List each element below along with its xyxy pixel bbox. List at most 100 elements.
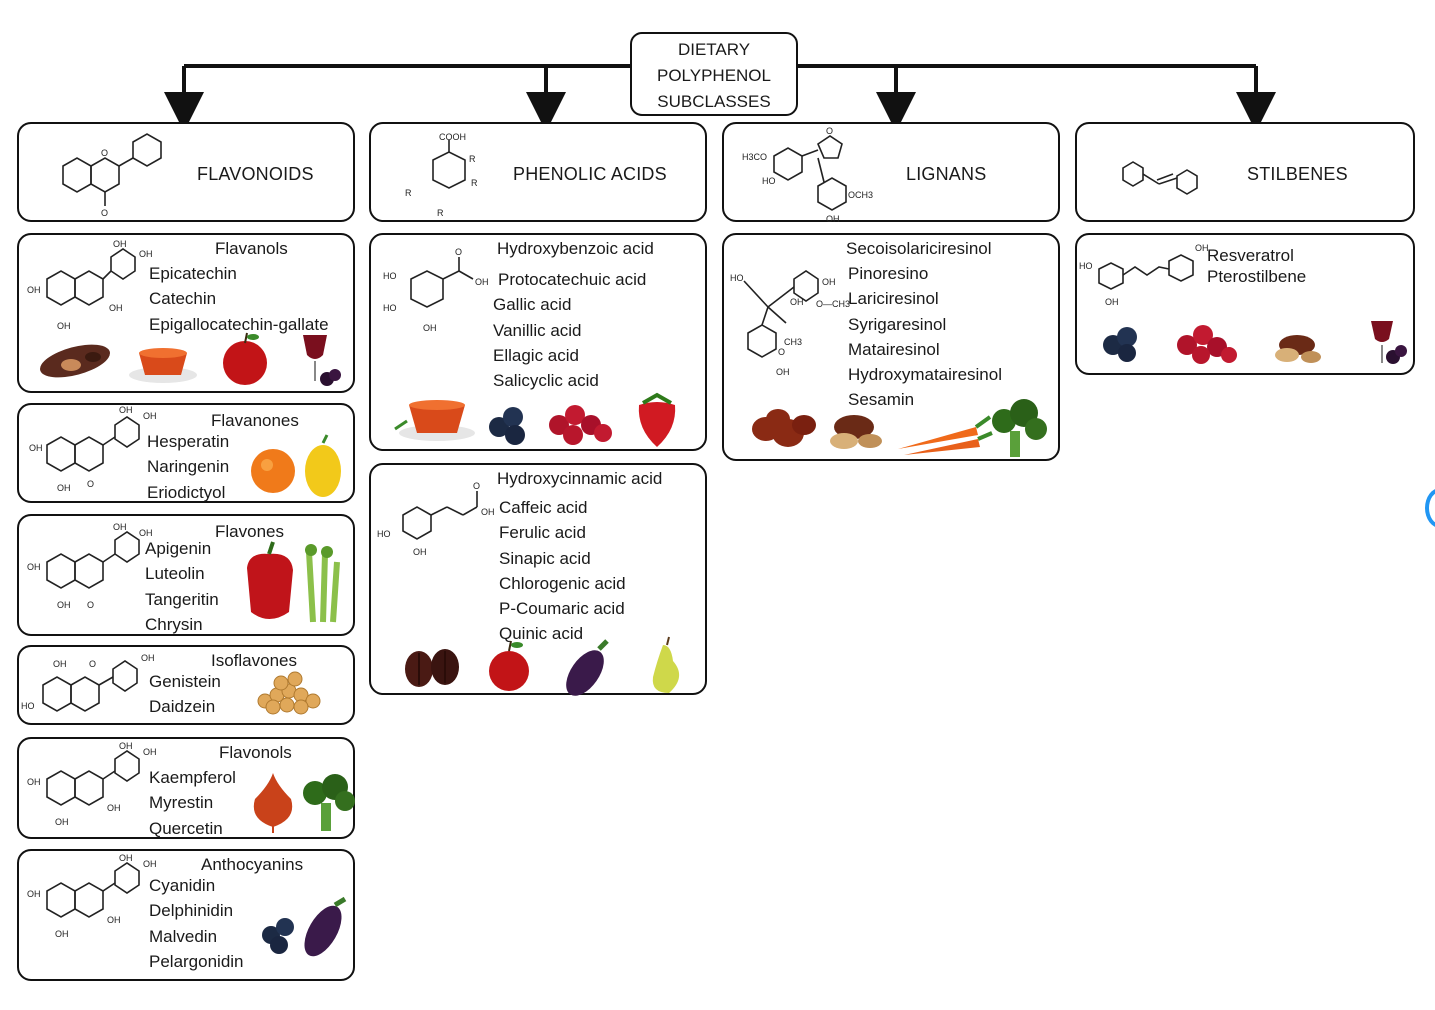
- food-images-hydroxycinnamic: [405, 636, 680, 696]
- food-images-hydroxybenzoic: [394, 392, 676, 447]
- list-item: Chlorogenic acid: [499, 573, 626, 593]
- chem-label: OH: [109, 303, 123, 313]
- lignan-core-structure: H3CO HO OCH3 OH O: [742, 126, 873, 224]
- chem-label: R: [437, 208, 444, 218]
- class-box-flavonoids: O O FLAVONOIDS: [17, 122, 355, 222]
- blueberries-icon: [1103, 327, 1137, 362]
- subclass-title-isoflavones: Isoflavones: [211, 651, 297, 670]
- flavonoid-core-structure: O O: [62, 133, 162, 218]
- class-box-lignans: H3CO HO OCH3 OH O LIGNANS: [722, 122, 1060, 224]
- chem-label: OH: [57, 321, 71, 331]
- flavanone-structure: OH OH OH OH O: [29, 405, 157, 493]
- subclass-title-flavanols: Flavanols: [215, 239, 288, 258]
- chem-label: OH: [822, 277, 836, 287]
- flavonol-structure: OH OH OH OH OH: [27, 741, 157, 827]
- chem-label: OH: [119, 853, 133, 863]
- list-item: Catechin: [149, 289, 217, 309]
- list-item: Salicyclic acid: [493, 371, 599, 391]
- list-item: Myrestin: [149, 793, 214, 813]
- chem-label: OH: [141, 653, 155, 663]
- chem-label: OH: [57, 600, 71, 610]
- list-item: Epicatechin: [149, 264, 237, 283]
- chem-label: OH: [27, 889, 41, 899]
- coffee-beans-icon: [405, 649, 459, 687]
- chem-label: O: [87, 600, 94, 610]
- food-images-anthocyanins: [262, 896, 347, 957]
- isoflavone-structure: OH O OH HO: [21, 653, 155, 712]
- chem-label: OH: [57, 483, 71, 493]
- tea-cup-icon: [129, 348, 197, 383]
- flax-seeds-icon: [752, 409, 816, 447]
- lignans-list: Pinoresino Lariciresinol Syrigaresinol M…: [848, 261, 1002, 413]
- onion-icon: [253, 773, 293, 833]
- chem-label: OH: [27, 562, 41, 572]
- eggplant-icon: [566, 639, 609, 696]
- list-item: Hydroxymatairesinol: [848, 365, 1002, 385]
- chem-label: OH: [119, 405, 133, 415]
- chem-label: R: [405, 188, 412, 198]
- anthocyanin-structure: OH OH OH OH OH: [27, 853, 157, 939]
- tea-cup-icon: [394, 400, 475, 441]
- phenolic-acid-core-structure: COOH R R R R: [405, 132, 478, 218]
- subclass-title-lignans: Secoisolariciresinol: [846, 239, 992, 258]
- cranberries-icon: [549, 405, 612, 445]
- chem-label: COOH: [439, 132, 466, 142]
- list-item: Chrysin: [145, 614, 203, 634]
- class-title-flavonoids: FLAVONOIDS: [197, 164, 314, 184]
- chem-label: CH3: [784, 337, 802, 347]
- chem-label: OH: [27, 777, 41, 787]
- list-item: Hesperatin: [147, 432, 230, 451]
- pear-icon: [652, 636, 680, 693]
- chem-label: HO: [383, 303, 397, 313]
- list-item: Cyanidin: [149, 876, 216, 895]
- list-item: Gallic acid: [493, 295, 572, 315]
- chem-label: OH: [55, 817, 69, 827]
- apple-icon: [489, 640, 529, 691]
- chem-label: OH: [413, 547, 427, 557]
- chem-label: O: [101, 208, 108, 218]
- resveratrol-structure: HO OH OH: [1079, 243, 1209, 307]
- chem-label: HO: [762, 176, 776, 186]
- food-images-flavones: [247, 541, 340, 623]
- flavones-list: Apigenin Luteolin Tangeritin Chrysin: [145, 536, 219, 637]
- list-item: Matairesinol: [848, 339, 940, 359]
- food-images-stilbenes: [1103, 321, 1407, 364]
- list-item: Syrigaresinol: [848, 314, 947, 334]
- nuts-icon: [830, 415, 882, 449]
- list-item: Protocatechuic acid: [498, 270, 647, 289]
- chem-label: H3CO: [742, 152, 767, 162]
- list-item: Vanillic acid: [493, 320, 582, 340]
- chem-label: OH: [776, 367, 790, 377]
- subclass-box-anthocyanins: OH OH OH OH OH Anthocyanins Cyanidin Del…: [17, 849, 355, 981]
- list-item: Naringenin: [147, 457, 230, 477]
- apple-icon: [223, 332, 267, 385]
- list-item: Apigenin: [145, 539, 212, 558]
- list-item: Delphinidin: [149, 901, 234, 921]
- chem-label: OH: [143, 411, 157, 421]
- list-item: Pelargonidin: [149, 951, 244, 971]
- wine-glass-icon: [303, 335, 341, 386]
- blueberries-icon: [262, 918, 294, 954]
- subclass-title-flavanones: Flavanones: [211, 411, 299, 430]
- chem-label: O—CH3: [816, 299, 850, 309]
- chem-label: OH: [1195, 243, 1209, 253]
- subclass-box-flavonols: OH OH OH OH OH Flavonols Kaempferol Myre…: [17, 737, 355, 839]
- flavanol-structure: OH OH OH OH OH: [27, 239, 153, 331]
- chem-label: HO: [383, 271, 397, 281]
- broccoli-icon: [992, 399, 1047, 457]
- flavanols-list: Epicatechin Catechin Epigallocatechin-ga…: [149, 261, 329, 337]
- chem-label: OH: [139, 249, 153, 259]
- list-item: Malvedin: [149, 926, 218, 946]
- subclass-title-hydroxybenzoic: Hydroxybenzoic acid: [497, 239, 654, 258]
- lemon-icon: [305, 434, 341, 497]
- hydroxycinnamic-list: Caffeic acid Ferulic acid Sinapic acid C…: [499, 495, 626, 647]
- list-item: Eriodictyol: [147, 482, 226, 502]
- chem-label: R: [471, 178, 478, 188]
- list-item: P-Coumaric acid: [499, 599, 625, 619]
- peanuts-icon: [1275, 335, 1321, 363]
- anthocyanins-list: Cyanidin Delphinidin Malvedin Pelargonid…: [149, 873, 244, 974]
- wine-glass-icon: [1371, 321, 1407, 364]
- red-pepper-icon: [247, 541, 293, 619]
- subclass-title-anthocyanins: Anthocyanins: [201, 855, 304, 874]
